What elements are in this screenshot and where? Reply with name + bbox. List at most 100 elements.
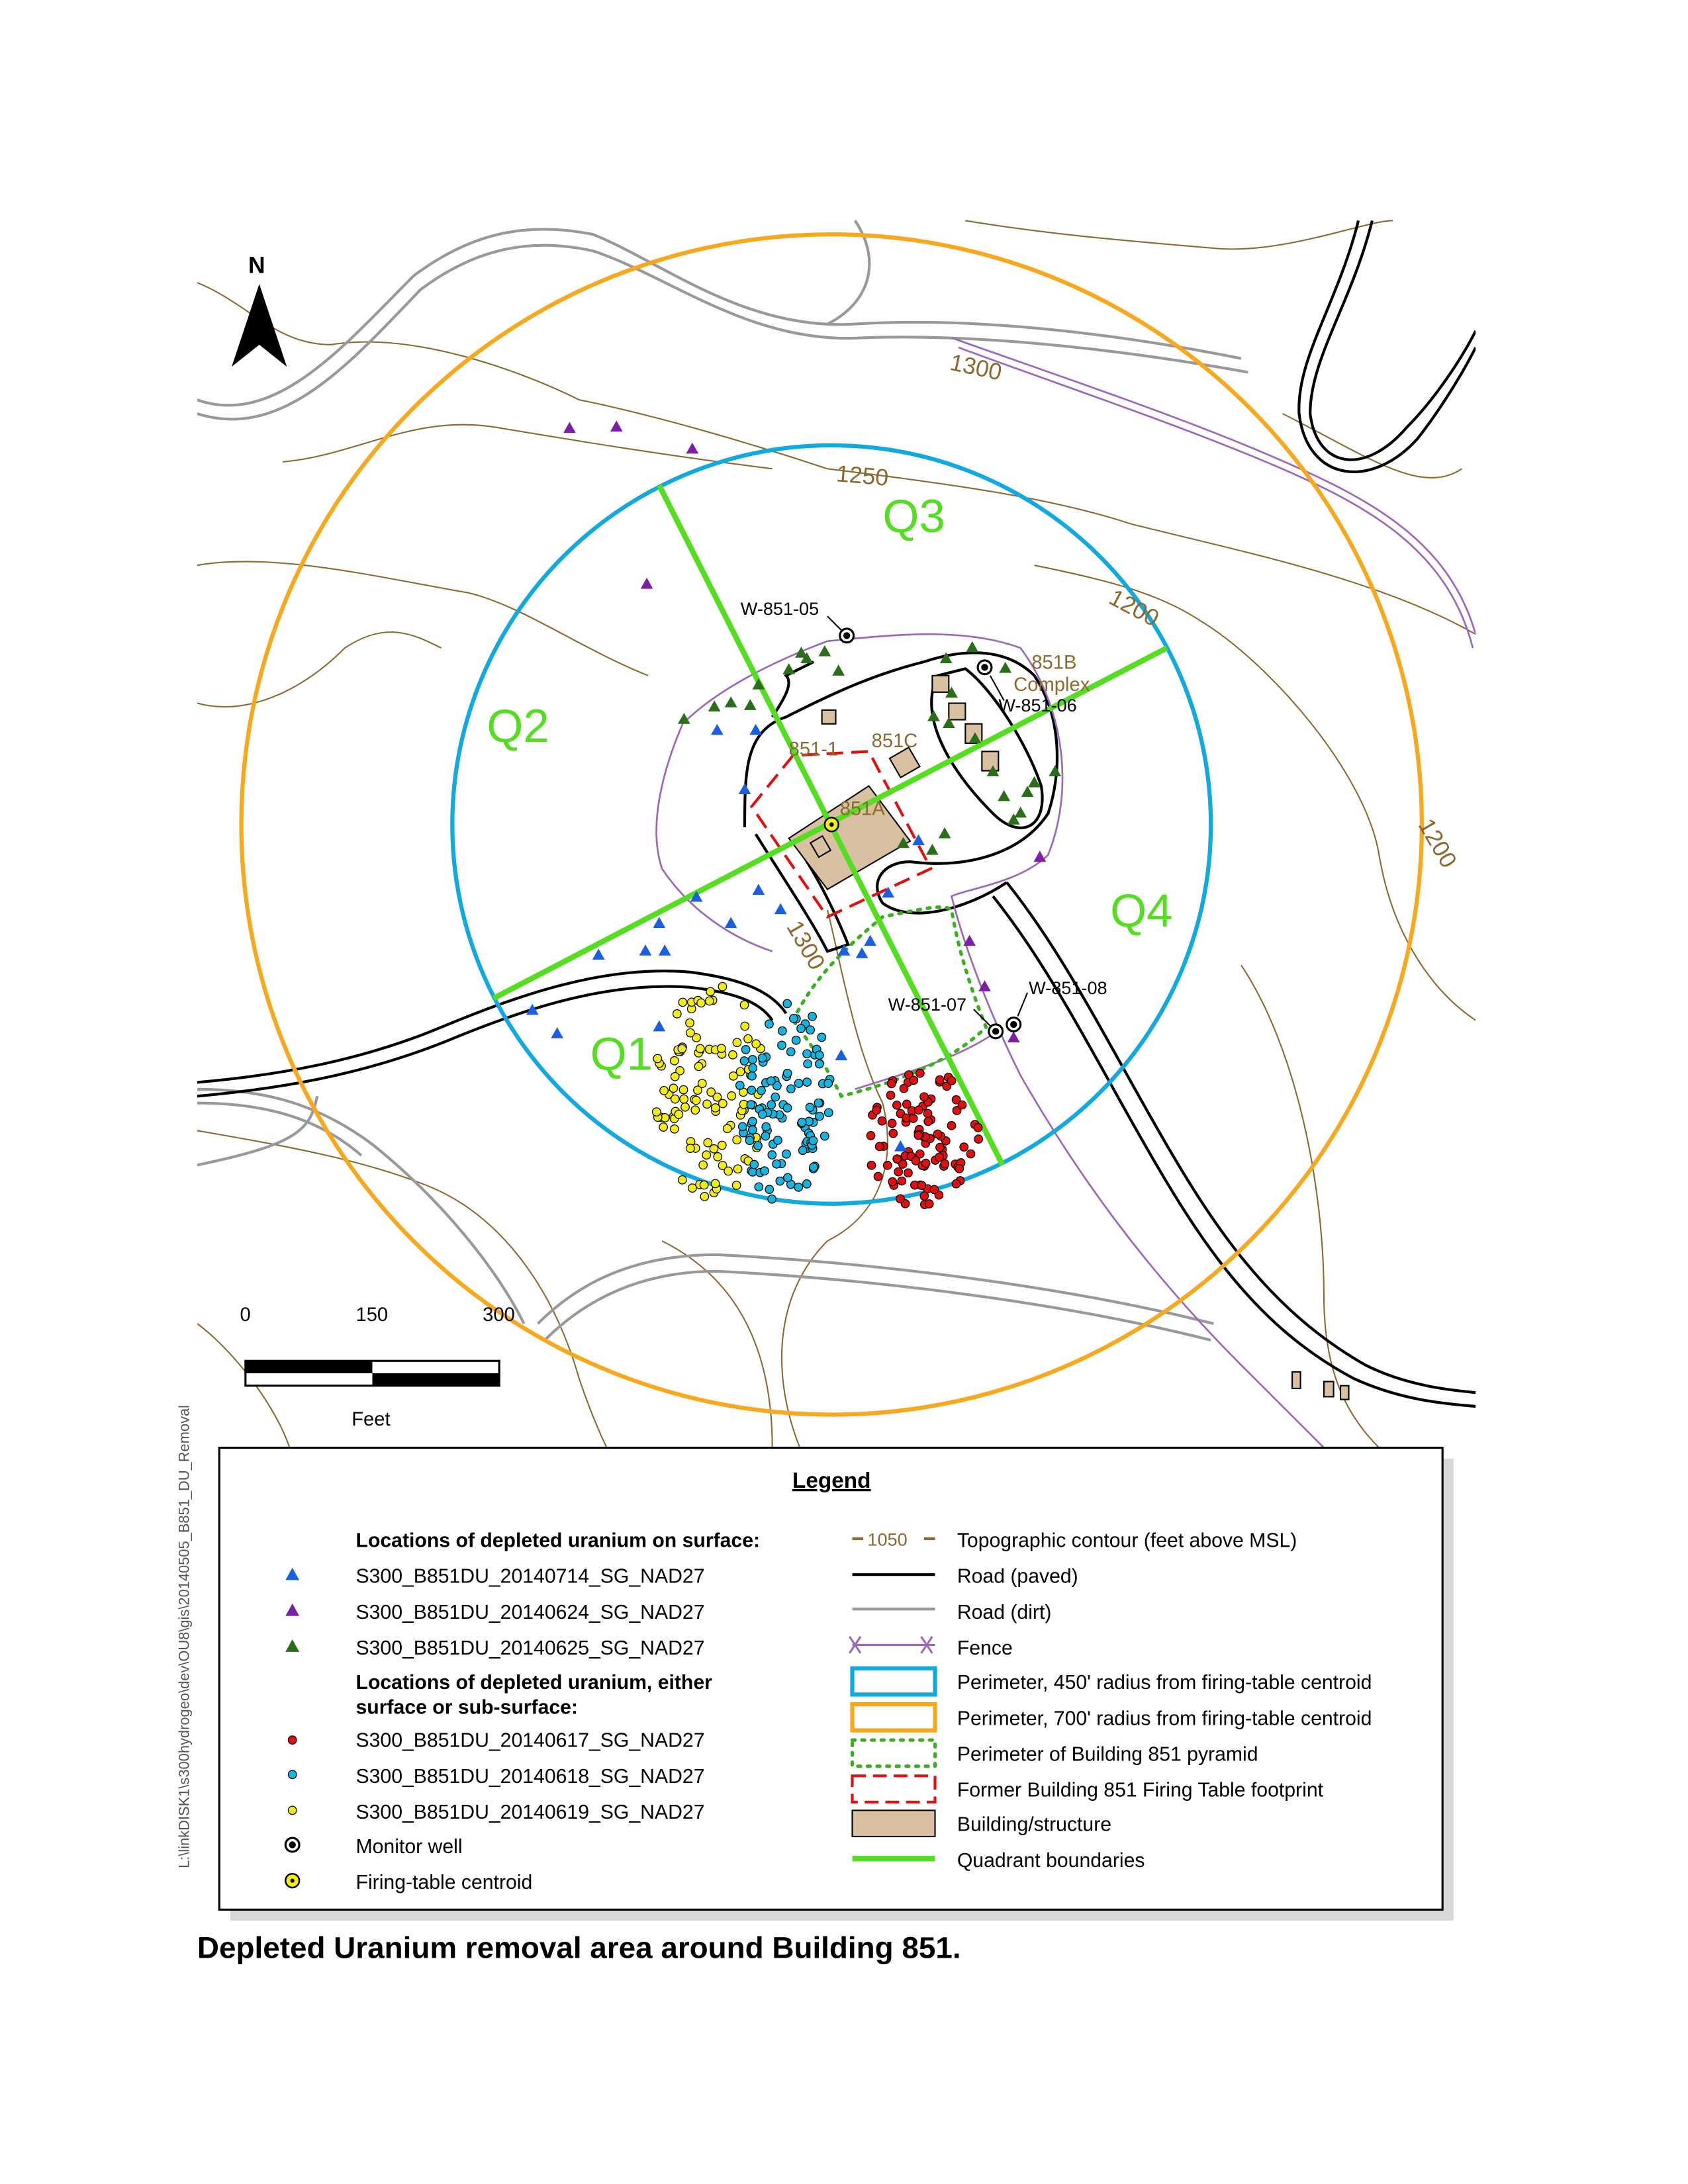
cyan-dot (783, 1173, 792, 1183)
yellow-dot (732, 1038, 742, 1048)
figure-caption: Depleted Uranium removal area around Bui… (197, 1931, 961, 1964)
red-dot (957, 1100, 967, 1110)
green-triangle (1049, 765, 1062, 776)
red-dot (923, 1109, 933, 1118)
yellow-dot (699, 1180, 709, 1190)
cyan-dot (737, 1122, 747, 1132)
building-label: 851C (872, 731, 918, 752)
red-dot (935, 1142, 945, 1152)
blue-triangle (592, 948, 605, 960)
building-label: 851-1 (789, 739, 839, 760)
yellow-dot (700, 1192, 710, 1201)
scale-tick: 0 (240, 1304, 251, 1326)
blue-triangle (894, 1140, 907, 1152)
red-dot (892, 1154, 902, 1164)
quadrant-label-q2: Q2 (487, 700, 549, 752)
cyan-dot (808, 1012, 817, 1021)
legend-item: S300_B851DU_20140624_SG_NAD27 (356, 1602, 705, 1623)
yellow-dot (672, 1009, 682, 1019)
cyan-dot (745, 1136, 755, 1146)
blue-triangle (864, 934, 876, 946)
yellow-dot (751, 1039, 761, 1049)
blue-triangle (752, 884, 765, 895)
blue-triangle (710, 723, 724, 735)
perimeter-450ft (450, 443, 1213, 1206)
red-dot (892, 1101, 902, 1110)
cyan-dot (748, 1063, 758, 1073)
legend-item: S300_B851DU_20140619_SG_NAD27 (356, 1801, 705, 1823)
perimeter-700ft (239, 232, 1425, 1417)
yellow-dot (653, 1054, 663, 1064)
well-w-851-06[interactable] (976, 659, 1005, 701)
legend-item: S300_B851DU_20140617_SG_NAD27 (356, 1730, 705, 1752)
yellow-dot (702, 1099, 712, 1109)
quadrant-label-q3: Q3 (882, 490, 945, 543)
yellow-dot (687, 1183, 697, 1193)
yellow-dot (680, 1102, 690, 1112)
legend-item: Topographic contour (feet above MSL) (957, 1530, 1297, 1552)
blue-triangle (774, 903, 787, 915)
contour-sample: 1050 (867, 1529, 907, 1549)
yellow-dot (733, 1164, 743, 1174)
cyan-dot (798, 1146, 808, 1156)
legend: Legend Locations of depleted uranium on … (218, 1446, 1454, 1921)
cyan-dot (802, 1077, 812, 1087)
blue-triangle (749, 723, 763, 735)
red-dot (914, 1105, 923, 1115)
legend-item: S300_B851DU_20140714_SG_NAD27 (356, 1566, 705, 1588)
yellow-dot (703, 1138, 713, 1148)
green-triangle (966, 641, 979, 653)
red-dot (973, 1123, 983, 1132)
north-arrow: N (232, 252, 287, 367)
well-w-851-05[interactable] (827, 615, 855, 644)
blue-triangle (835, 1049, 848, 1061)
green-triangle (795, 647, 808, 658)
red-dot (866, 1131, 876, 1140)
red-dot (867, 1160, 876, 1170)
cyan-dot (803, 1059, 813, 1069)
cyan-dot (823, 1108, 833, 1118)
yellow-dot (685, 1018, 694, 1028)
firing-table-centroid (823, 817, 839, 833)
cyan-dot (754, 1182, 764, 1192)
legend-item: Perimeter, 450' radius from firing-table… (957, 1672, 1372, 1694)
red-dot (915, 1149, 925, 1159)
contour-label: 1250 (835, 460, 890, 491)
blue-triangle (658, 944, 671, 956)
yellow-dot (717, 1044, 726, 1054)
yellow-dot (718, 981, 727, 991)
yellow-dot (695, 1044, 705, 1054)
green-triangle (942, 717, 955, 728)
yellow-dot (694, 1062, 704, 1071)
yellow-dot (696, 998, 706, 1008)
legend-item: Quadrant boundaries (957, 1850, 1145, 1872)
purple-triangle-icon (285, 1603, 300, 1616)
yellow-dot (728, 1050, 737, 1060)
purple-triangle (686, 442, 699, 454)
well-w-851-08[interactable] (1006, 992, 1029, 1032)
purple-triangle (1033, 850, 1047, 862)
pyramid-swatch (850, 1738, 937, 1768)
yellow-dot (704, 996, 714, 1006)
red-dot (888, 1128, 898, 1138)
yellow-dot (693, 1085, 702, 1095)
red-dot (902, 1099, 912, 1109)
cyan-dot (741, 1044, 751, 1054)
red-dot (894, 1167, 904, 1177)
yellow-dot (669, 1083, 679, 1093)
cyan-dot (767, 1100, 776, 1110)
cyan-dot (749, 1160, 759, 1169)
green-triangle (1021, 786, 1034, 797)
yellow-dot (710, 1179, 720, 1189)
yellow-dot (674, 1109, 684, 1119)
cyan-dot (789, 1014, 798, 1023)
well-w-851-07[interactable] (973, 1009, 1004, 1040)
yellow-dot (691, 1095, 701, 1105)
legend-heading: Locations of depleted uranium, either (356, 1672, 713, 1694)
legend-title: Legend (792, 1469, 871, 1493)
quadrant-label-q1: Q1 (590, 1028, 653, 1081)
legend-heading: Locations of depleted uranium on surface… (356, 1530, 761, 1552)
green-triangle (677, 713, 690, 724)
red-dot (933, 1129, 943, 1139)
